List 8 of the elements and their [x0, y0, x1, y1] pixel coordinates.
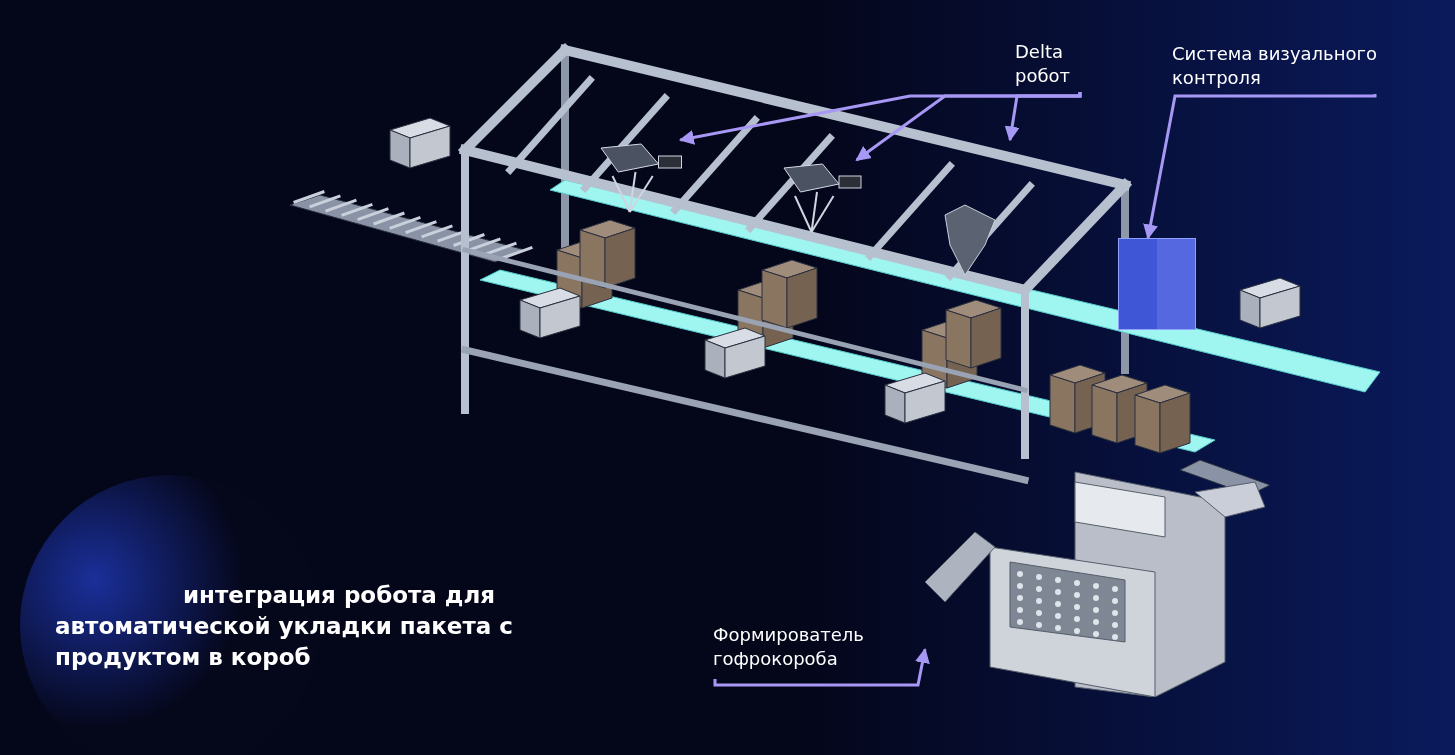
leader-line [713, 647, 930, 687]
callout-label: Формирователь гофрокороба [713, 623, 918, 671]
heading: интеграция робота для автоматической укладки пакета с продуктом в короб [55, 581, 514, 672]
callout-label: Delta робот [1015, 40, 1095, 88]
leader-line [1004, 92, 1082, 142]
leader-line [1143, 93, 1377, 240]
callout-label: Система визуального контроля [1172, 42, 1434, 90]
vision-system-cabinet [1118, 238, 1196, 330]
